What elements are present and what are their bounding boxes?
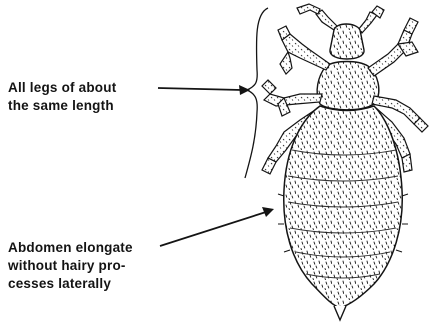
tail bbox=[334, 306, 346, 320]
leg-front-left bbox=[278, 26, 330, 74]
legs-label-line-2: the same length bbox=[8, 97, 116, 115]
legs-arrow-head bbox=[239, 85, 250, 95]
legs-label-line-1: All legs of about bbox=[8, 79, 116, 97]
antenna-right bbox=[358, 6, 384, 33]
legs-brace bbox=[245, 8, 268, 178]
abdomen-label-line-2: without hairy pro- bbox=[8, 257, 133, 275]
head bbox=[330, 24, 364, 59]
legs-callout: All legs of about the same length bbox=[8, 79, 116, 115]
abdomen-label-line-1: Abdomen elongate bbox=[8, 239, 133, 257]
leg-front-right bbox=[368, 18, 418, 76]
abdomen-arrow bbox=[160, 212, 266, 246]
antenna-left bbox=[297, 4, 337, 30]
leg-middle-left bbox=[262, 80, 322, 116]
legs-arrow bbox=[158, 88, 242, 90]
abdomen-callout: Abdomen elongate without hairy pro- cess… bbox=[8, 239, 133, 293]
abdomen-label-line-3: cesses laterally bbox=[8, 275, 133, 293]
